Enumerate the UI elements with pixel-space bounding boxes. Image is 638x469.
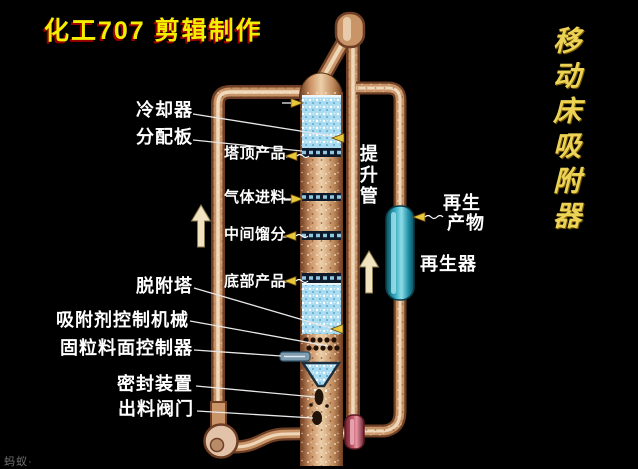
up-flow-arrow-riser (358, 250, 380, 294)
leader-line-seal-device (195, 385, 316, 398)
left-circulation-pipe (211, 85, 308, 424)
desorption-section (302, 284, 341, 334)
label-regen-product-1: 再生 (443, 193, 481, 213)
label-top-product: 塔顶产品 (223, 146, 286, 162)
leader-lines (189, 113, 339, 419)
label-adsorbent-control: 吸附剂控制机械 (56, 310, 189, 330)
label-middle-cut: 中间馏分 (223, 227, 286, 243)
tray-bands (302, 148, 341, 283)
label-cooler: 冷却器 (136, 100, 193, 120)
stream-arrows (282, 97, 444, 335)
page-title: 化工707 剪辑制作 (44, 17, 263, 45)
up-flow-arrow-left (190, 204, 212, 248)
cooler-section (302, 97, 341, 148)
label-distribution-plate: 分配板 (136, 127, 193, 147)
stream-arrow-regen-product (411, 211, 444, 223)
label-desorption-tower: 脱附塔 (136, 276, 193, 296)
seal-teardrop (314, 389, 324, 405)
level-indicator (279, 351, 311, 362)
side-title-vertical: 移动床吸附器 (549, 26, 580, 236)
leader-line-desorption-tower (193, 287, 335, 330)
pump (203, 401, 239, 459)
top-cap (334, 11, 366, 49)
stream-arrow-cooler (330, 132, 345, 144)
stream-arrow-desorption (329, 323, 344, 335)
stream-arrow-top-inlet (282, 97, 305, 109)
discharge-port (312, 411, 322, 425)
leader-line-level-controller (193, 349, 282, 357)
leader-line-cooler (192, 113, 339, 138)
label-discharge-valve: 出料阀门 (118, 399, 194, 419)
flow-arrows (190, 204, 380, 294)
adsorber-tower (279, 72, 343, 466)
label-gas-feed: 气体进料 (223, 190, 286, 206)
label-riser: 提升管 (357, 144, 378, 207)
label-regenerator: 再生器 (420, 254, 477, 274)
stream-arrow-bottom-product (282, 275, 309, 287)
funnel (300, 361, 342, 392)
label-level-controller: 固粒料面控制器 (60, 338, 193, 358)
stream-arrow-top-product (283, 150, 310, 162)
leader-line-adsorbent-control (189, 320, 329, 347)
leader-line-distribution-plate (192, 139, 303, 152)
bottom-transfer-pipe (233, 426, 351, 454)
label-seal-device: 密封装置 (117, 374, 193, 394)
label-regen-product-2: 产物 (447, 213, 485, 233)
discharge-valve-shape (344, 414, 365, 450)
leader-line-discharge-valve (196, 410, 314, 419)
stream-arrow-middle-cut (282, 230, 309, 242)
watermark: 蚂蚁· (4, 456, 33, 468)
stream-arrow-gas-feed (282, 193, 305, 205)
adsorbent-control-mechanism (303, 337, 340, 351)
regenerator-vessel (385, 205, 415, 301)
label-bottom-product: 底部产品 (223, 274, 286, 290)
